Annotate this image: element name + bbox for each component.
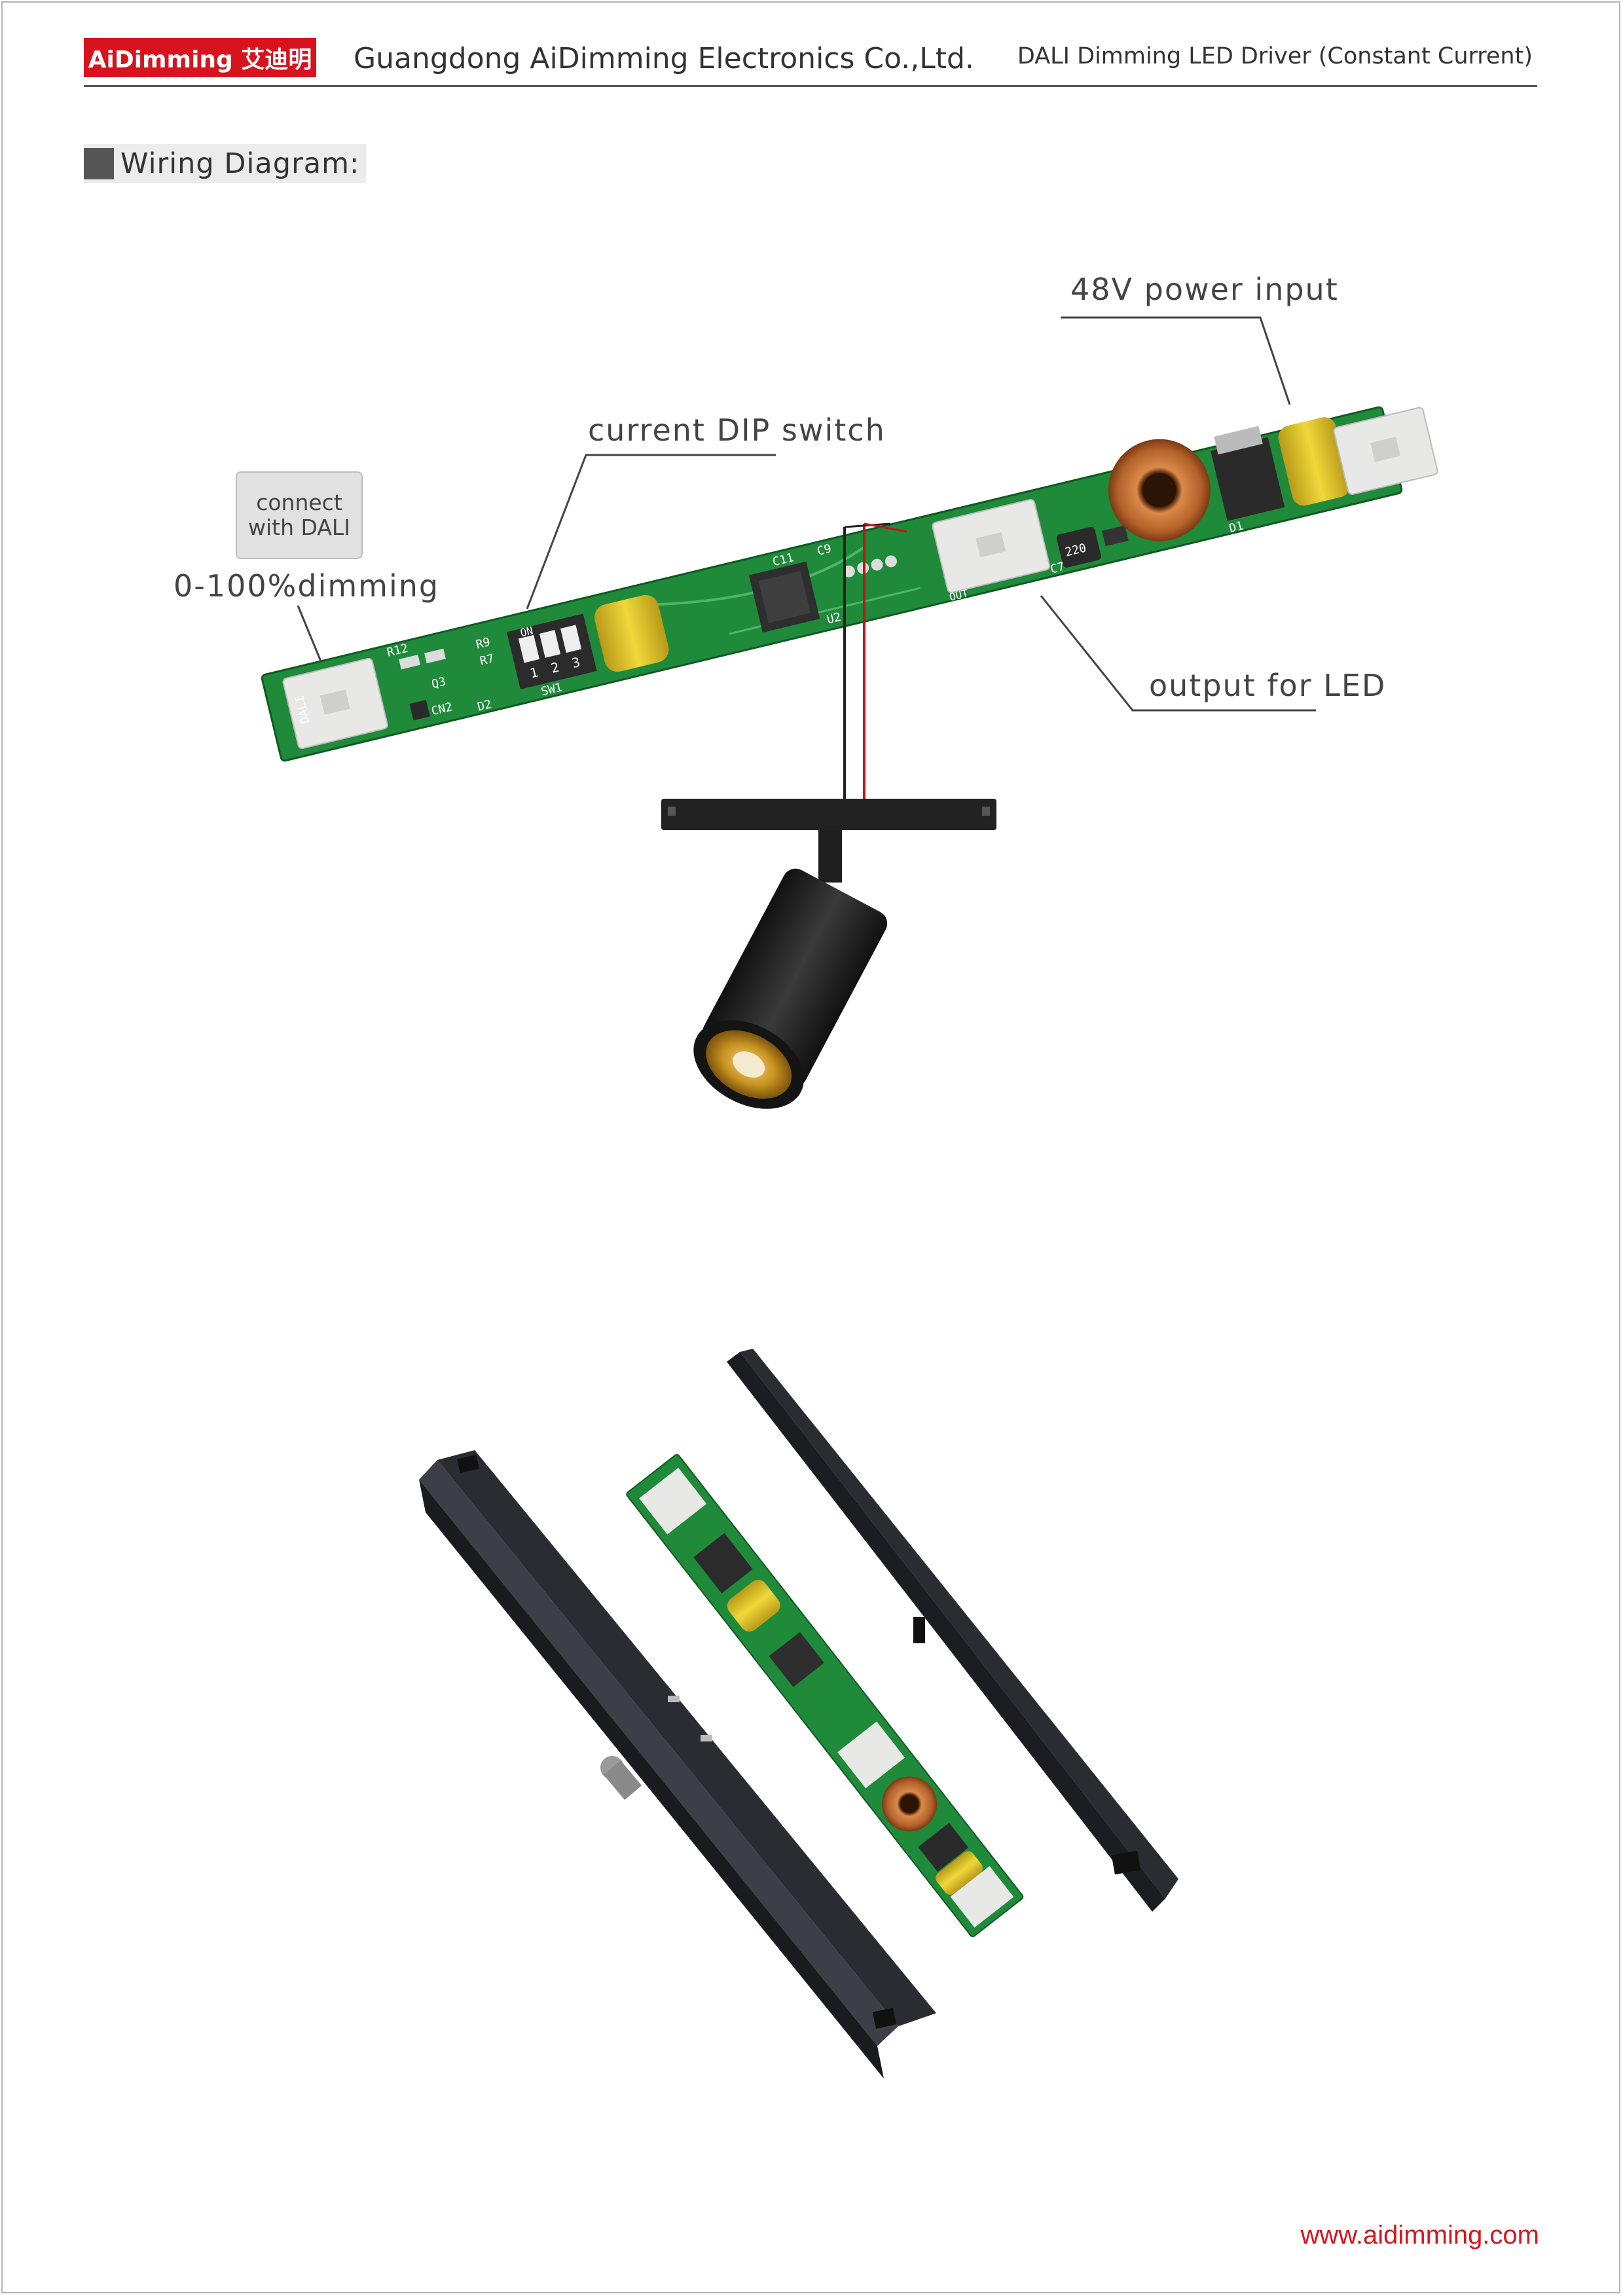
section-title: Wiring Diagram: [120,147,360,180]
silk-r7: R7 [479,651,496,668]
header-divider [84,85,1537,87]
section-heading: Wiring Diagram: [84,144,367,183]
callout-output-led: output for LED [1149,668,1387,703]
logo-text: AiDimming 艾迪明 [88,46,312,73]
callout-dimming: 0-100%dimming [173,568,440,604]
footer-website: www.aidimming.com [1300,2221,1539,2250]
track-spotlight [661,799,996,1109]
leader-dimming [297,605,322,662]
silk-q3: Q3 [430,675,447,691]
callout-dip-switch: current DIP switch [588,412,886,448]
housing-bottom-cover [727,1349,1178,1912]
silk-dip2: 2 [549,659,560,676]
capacitor-right [1278,417,1350,506]
dali-connect-line2: with DALI [247,515,351,540]
leader-power-input [1061,316,1291,405]
silk-dip1: 1 [528,664,539,681]
silk-d2: D2 [476,697,493,714]
silk-c7: C7 [1049,560,1066,576]
callout-power-input: 48V power input [1070,272,1339,307]
housing-top-cover [419,1450,936,2079]
section-marker [84,148,114,179]
silk-in: IN [1432,431,1449,447]
silk-u2: U2 [826,610,843,627]
leader-dip-switch [526,454,776,610]
document-title: DALI Dimming LED Driver (Constant Curren… [1017,43,1533,69]
dali-connect-line1: connect [256,490,342,515]
silk-on: ON [519,624,534,639]
silk-d1: D1 [1228,519,1245,536]
silk-r9: R9 [475,635,492,651]
company-name: Guangdong AiDimming Electronics Co.,Ltd. [354,42,974,75]
leader-output-led [1040,595,1316,712]
silk-dip3: 3 [570,654,581,671]
dali-connect-box: connect with DALI [236,471,363,559]
pcb-board-exploded [626,1453,1024,1937]
capacitor-left [594,594,669,672]
pcb-board: R12 R9 R7 Q3 CN2 D2 SW1 ON 1 2 3 U2 C9 C… [261,395,1449,762]
company-logo: AiDimming 艾迪明 [84,38,316,77]
silk-c9: C9 [816,541,833,558]
